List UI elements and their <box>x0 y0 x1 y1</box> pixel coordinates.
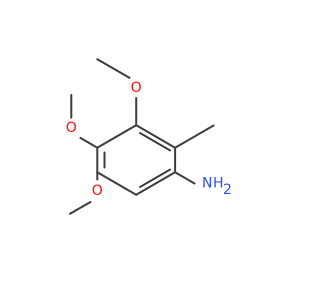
oxygen-top-label: O <box>131 80 142 96</box>
amine-hydrogen-label: H <box>213 176 224 192</box>
oxygen-bottom-label: O <box>92 183 103 199</box>
ring-bond-3 <box>135 171 177 196</box>
atom-labels: O O O N H 2 <box>66 80 232 199</box>
nitrogen-label: N <box>202 176 212 192</box>
aromatic-ring <box>96 124 177 196</box>
molecule-structure: O O O N H 2 <box>66 58 232 215</box>
ring-bond-3-inner <box>139 168 171 188</box>
left-ring-oxygen-bond <box>79 136 99 149</box>
substituent-bonds <box>69 58 215 215</box>
amine-bond <box>174 171 196 185</box>
ring-bond-4 <box>96 171 138 196</box>
methyl-bond <box>174 124 215 149</box>
amine-hydrogen-subscript: 2 <box>223 182 232 198</box>
oxygen-left-label: O <box>66 120 77 136</box>
ring-bond-1 <box>135 124 177 149</box>
bottom-oxygen-methyl-bond <box>69 201 92 215</box>
ring-bond-1-inner <box>139 132 171 152</box>
top-oxygen-methyl-bond <box>96 58 131 79</box>
ring-bond-6 <box>96 124 138 149</box>
